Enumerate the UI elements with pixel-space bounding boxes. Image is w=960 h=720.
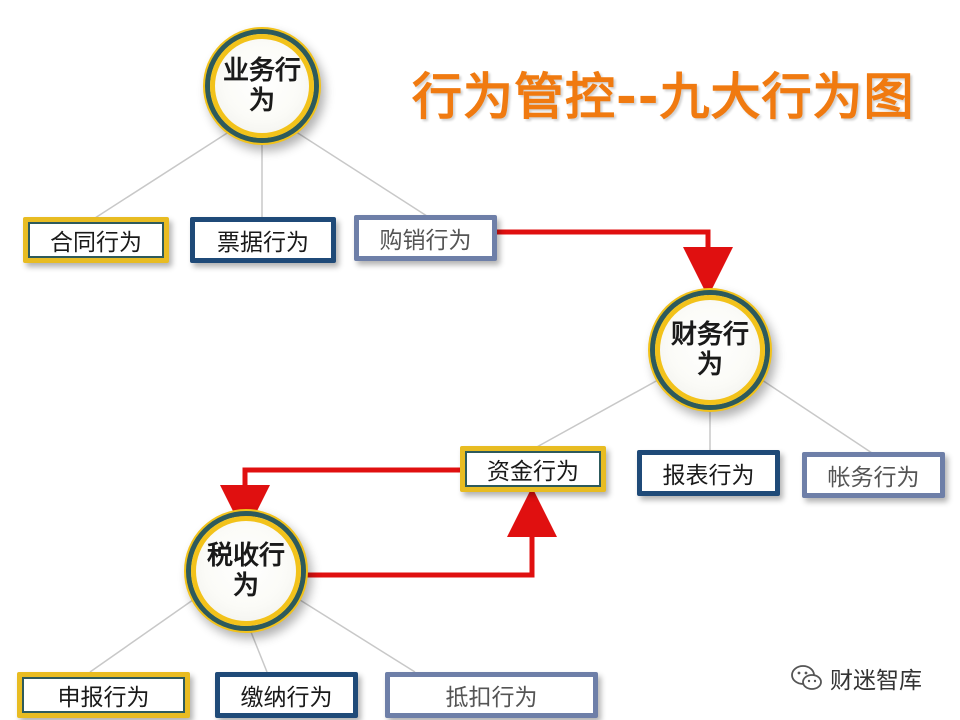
node-declare-label: 申报行为 <box>57 685 150 711</box>
node-business-label: 业务行为 <box>222 56 301 116</box>
connector-business-purchase <box>289 127 431 219</box>
node-invoice: 票据行为 <box>190 217 336 263</box>
node-accounts: 帐务行为 <box>802 452 945 498</box>
node-finance: 财务行为 <box>655 295 765 405</box>
node-invoice-label: 票据行为 <box>217 230 309 256</box>
connector-tax-deduct <box>299 599 416 673</box>
node-purchase-sales: 购销行为 <box>354 215 497 261</box>
node-funds-label: 资金行为 <box>487 459 579 485</box>
node-payment: 缴纳行为 <box>215 672 358 718</box>
arrow-tax-to-funds <box>305 487 557 578</box>
arrow-purchase-to-finance <box>497 229 733 297</box>
connector-finance-funds <box>534 379 659 449</box>
watermark-text: 财迷智库 <box>830 668 922 694</box>
connector-tax-declare <box>89 594 201 673</box>
diagram-title: 行为管控--九大行为图 <box>412 68 915 126</box>
node-tax-label: 税收行为 <box>206 541 285 601</box>
node-payment-label: 缴纳行为 <box>240 685 333 711</box>
wechat-icon <box>791 665 822 690</box>
node-report-label: 报表行为 <box>662 463 755 489</box>
node-funds: 资金行为 <box>460 446 606 492</box>
connector-finance-accounts <box>761 379 876 456</box>
node-tax: 税收行为 <box>191 516 301 626</box>
connector-tax-payment <box>246 621 268 673</box>
node-business: 业务行为 <box>210 34 314 138</box>
node-contract-label: 合同行为 <box>50 230 142 256</box>
arrow-funds-to-tax <box>220 467 462 535</box>
flow-arrows <box>220 229 733 578</box>
node-deduct-label: 抵扣行为 <box>445 685 538 711</box>
watermark: 财迷智库 <box>790 662 922 694</box>
connector-business-contract <box>94 127 236 219</box>
node-finance-label: 财务行为 <box>670 320 749 380</box>
node-purchase-sales-label: 购销行为 <box>379 228 472 254</box>
node-declare: 申报行为 <box>17 672 190 718</box>
node-report: 报表行为 <box>637 450 780 496</box>
node-deduct: 抵扣行为 <box>385 672 598 718</box>
tree-connectors <box>89 127 876 673</box>
node-contract: 合同行为 <box>23 217 169 263</box>
node-accounts-label: 帐务行为 <box>827 465 920 491</box>
